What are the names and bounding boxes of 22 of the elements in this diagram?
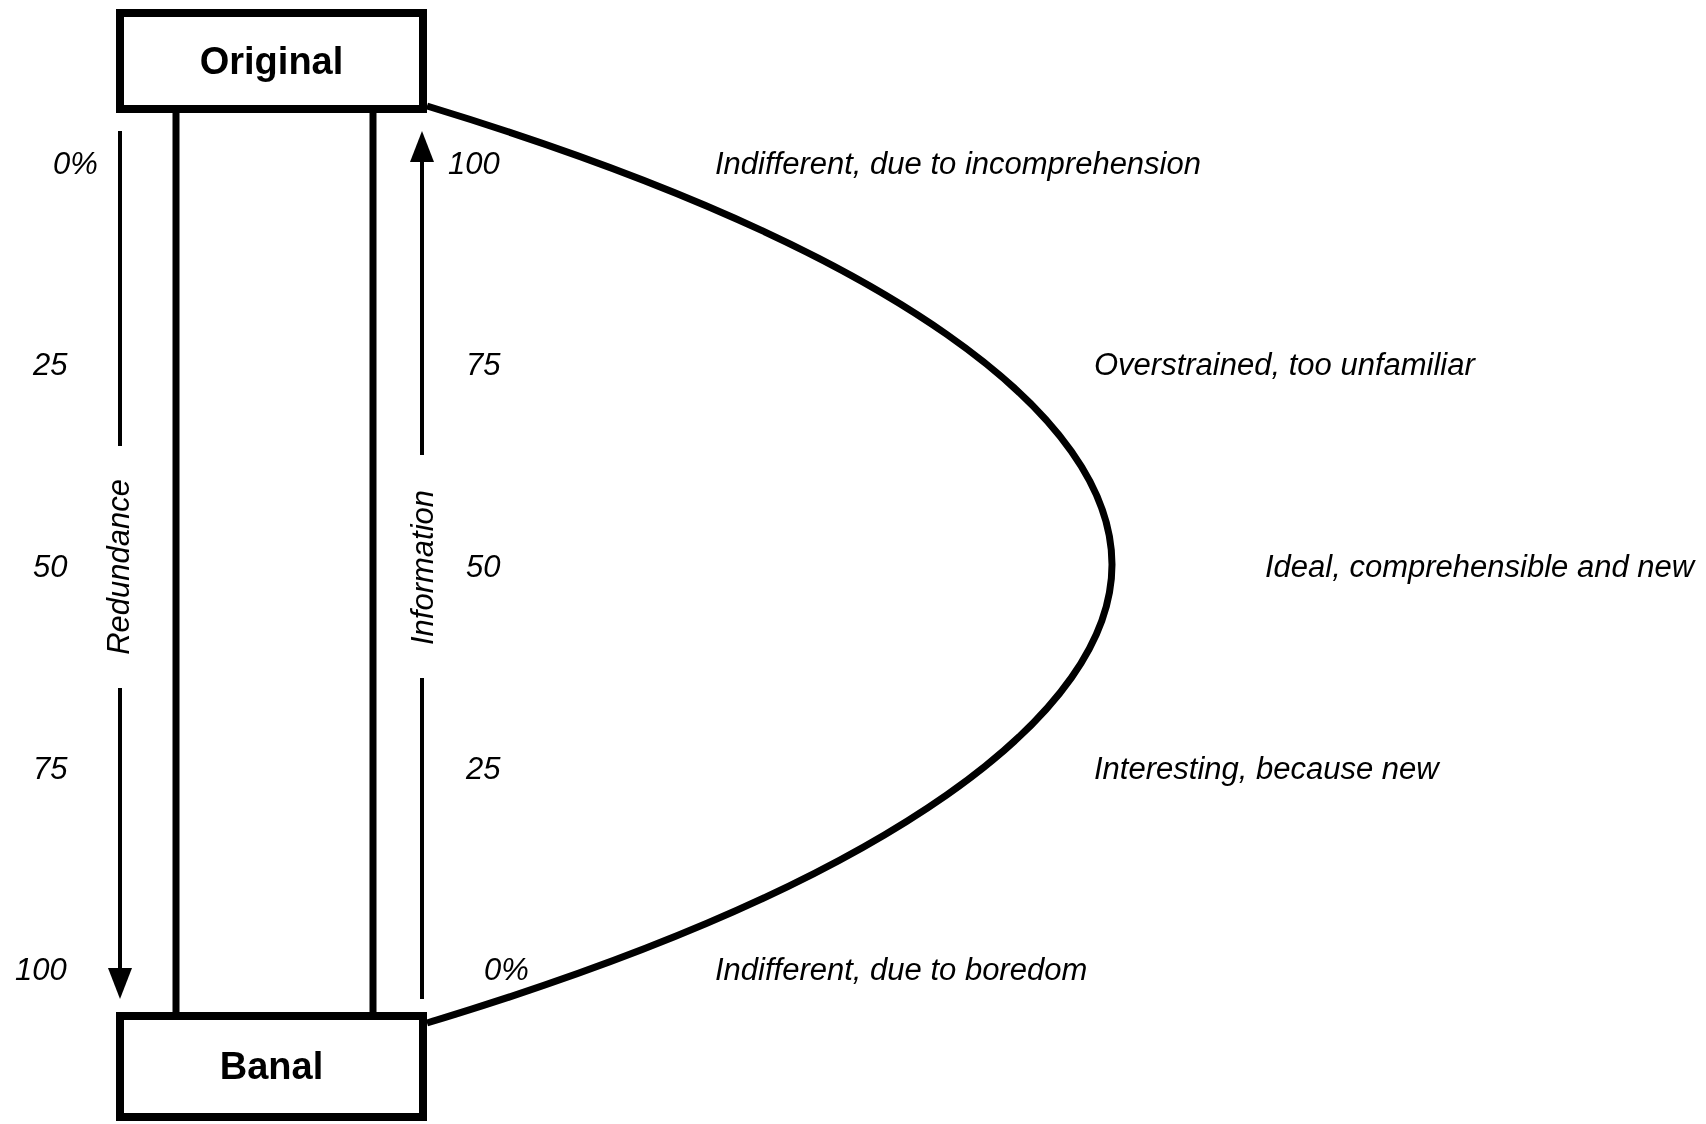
description-text: Overstrained, too unfamiliar <box>1094 348 1475 380</box>
description-text: Ideal, comprehensible and new <box>1265 550 1695 582</box>
scale-value: 25 <box>466 752 501 784</box>
axis-label: Redundance <box>102 479 134 655</box>
description-text: Indifferent, due to incomprehension <box>715 147 1201 179</box>
curve-line <box>425 102 1116 1027</box>
label-box: Original <box>116 9 427 113</box>
connector-line <box>172 113 180 1012</box>
scale-value: 0% <box>484 953 529 985</box>
scale-value: 25 <box>33 348 68 380</box>
axis-label: Information <box>406 489 438 645</box>
description-text: Interesting, because new <box>1094 752 1439 784</box>
connector-line <box>369 113 377 1012</box>
scale-value: 100 <box>15 953 67 985</box>
description-text: Indifferent, due to boredom <box>715 953 1088 985</box>
scale-value: 50 <box>466 550 501 582</box>
scale-value: 75 <box>466 348 501 380</box>
scale-value: 0% <box>53 147 98 179</box>
scale-value: 100 <box>448 147 500 179</box>
label-box: Banal <box>116 1012 427 1121</box>
scale-value: 75 <box>33 752 68 784</box>
scale-value: 50 <box>33 550 68 582</box>
